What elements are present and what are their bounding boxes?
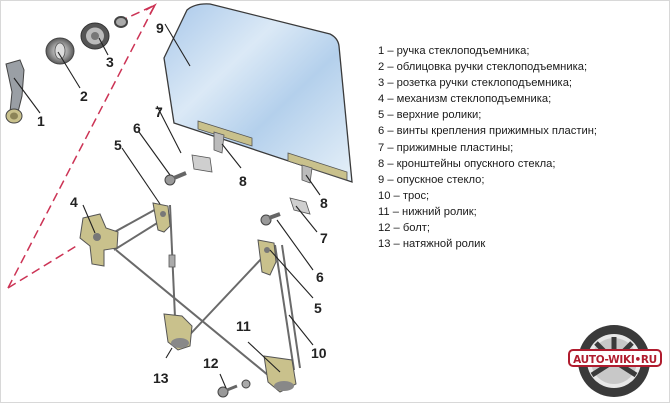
legend-item: 3 – розетка ручки стеклоподъемника; [378,77,573,90]
legend-item: 6 – винты крепления прижимных пластин; [378,125,597,138]
callout-2: 2 [80,88,88,104]
door-glass [163,3,353,183]
parts-legend: 1 – ручка стеклоподъемника; 2 – облицовк… [378,43,597,252]
cable-sleeve [168,254,176,268]
legend-item: 10 – трос; [378,189,430,202]
watermark-logo: AUTO-WIKI•RU [568,349,662,367]
pressure-plate-upper [191,154,213,173]
legend-item: 2 – облицовка ручки стеклоподъемника; [378,61,588,74]
callout-13: 13 [153,370,169,386]
window-handle [5,59,25,124]
callout-4: 4 [70,194,78,210]
glass-bracket-right [287,152,348,184]
glass-bracket-left [197,120,253,154]
callout-6-upper: 6 [133,120,141,136]
legend-item: 5 – верхние ролики; [378,109,482,122]
callout-12: 12 [203,355,219,371]
bolt [217,379,251,398]
upper-roller-right [257,239,277,276]
screw-upper [164,171,187,186]
screw-lower [260,212,281,226]
legend-item: 12 – болт; [378,222,431,235]
legend-item: 7 – прижимные пластины; [378,141,514,154]
callout-8-left: 8 [239,173,247,189]
callout-6-lower: 6 [316,269,324,285]
legend-item: 1 – ручка стеклоподъемника; [378,45,530,57]
legend-item: 13 – натяжной ролик [378,238,486,251]
callout-7-lower: 7 [320,230,328,246]
callout-11: 11 [236,318,251,334]
callout-10: 10 [311,345,327,361]
leader-lines [13,23,321,389]
callout-8-right: 8 [320,195,328,211]
regulator-cable [99,204,301,386]
callout-5-upper: 5 [114,137,122,153]
callout-7-upper: 7 [155,104,163,120]
callout-1: 1 [37,113,45,129]
assembly-dashed-line [7,3,157,289]
callout-5-lower: 5 [314,300,322,316]
legend-item: 8 – кронштейны опускного стекла; [378,157,556,170]
callout-9: 9 [156,20,164,36]
pressure-plate-lower [289,197,311,215]
legend-item: 4 – механизм стеклоподъемника; [378,93,552,106]
callout-3: 3 [106,54,114,70]
small-ring [114,16,128,28]
upper-roller-left [152,202,171,233]
legend-item: 9 – опускное стекло; [378,173,485,186]
handle-rosette [80,22,110,50]
handle-trim [45,37,75,65]
legend-item: 11 – нижний ролик; [378,205,477,218]
